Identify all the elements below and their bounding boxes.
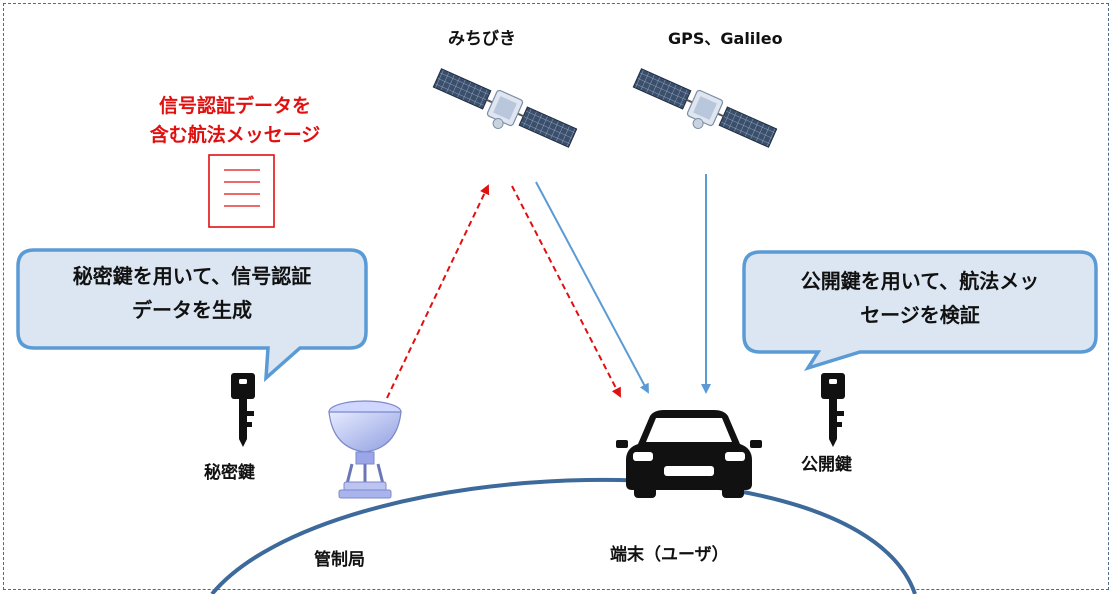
message-caption-line2: 含む航法メッセージ (149, 124, 321, 146)
car-icon (616, 410, 762, 498)
uplink-arrow (386, 184, 490, 399)
michibiki-label: みちびき (448, 29, 516, 49)
document-icon (208, 154, 275, 228)
public-key-icon (821, 373, 845, 447)
private-key-icon (231, 373, 255, 447)
michibiki-satellite-icon (432, 68, 578, 148)
public-key-label: 公開鍵 (801, 455, 852, 475)
right-speech-bubble (742, 250, 1098, 372)
right-bubble-line1: 公開鍵を用いて、航法メッ (800, 269, 1040, 293)
gps-galileo-label: GPS、Galileo (668, 29, 783, 48)
dashed-frame (3, 3, 1109, 590)
terminal-label: 端末（ユーザ） (610, 545, 729, 565)
right-bubble-line2: セージを検証 (860, 303, 980, 327)
antenna-dish-icon (328, 400, 402, 499)
michibiki-signal-arrow (535, 181, 649, 394)
right-bubble-text: 公開鍵を用いて、航法メッ セージを検証 (750, 264, 1090, 332)
left-speech-bubble (16, 248, 368, 383)
private-key-label: 秘密鍵 (204, 463, 255, 483)
message-caption: 信号認証データを 含む航法メッセージ (125, 92, 345, 150)
gps-galileo-satellite-icon (632, 68, 778, 148)
message-caption-line1: 信号認証データを (158, 95, 311, 117)
earth-arc (210, 478, 917, 594)
left-bubble-text: 秘密鍵を用いて、信号認証 データを生成 (24, 259, 360, 327)
left-bubble-line2: データを生成 (132, 298, 252, 322)
authenticated-downlink-arrow (511, 185, 621, 398)
left-bubble-line1: 秘密鍵を用いて、信号認証 (72, 264, 312, 288)
control-station-label: 管制局 (314, 550, 365, 570)
